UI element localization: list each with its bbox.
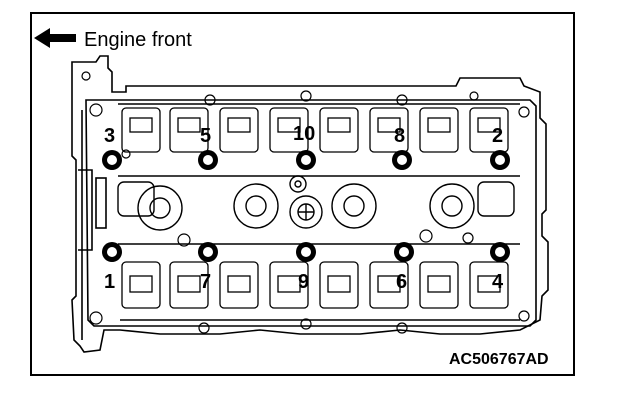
head-bolt-6 bbox=[394, 242, 414, 262]
head-bolts-lower-row bbox=[102, 242, 510, 262]
mounting-holes bbox=[81, 71, 530, 334]
bolt-label-7: 7 bbox=[200, 271, 211, 293]
cylinder-head-outline bbox=[71, 55, 549, 353]
exhaust-camshaft-caps bbox=[121, 261, 509, 309]
spark-plug-wells bbox=[117, 175, 520, 245]
bolt-label-4: 4 bbox=[492, 271, 504, 293]
figure-code: AC506767AD bbox=[449, 351, 549, 368]
head-bolt-7 bbox=[198, 242, 218, 262]
head-bolts-upper-row bbox=[102, 150, 510, 170]
engine-front-indicator: Engine front bbox=[34, 28, 192, 51]
bolt-label-10: 10 bbox=[293, 123, 315, 145]
head-bolt-8 bbox=[392, 150, 412, 170]
bolt-label-9: 9 bbox=[298, 271, 309, 293]
head-bolt-10 bbox=[296, 150, 316, 170]
head-bolt-3 bbox=[102, 150, 122, 170]
head-bolt-1 bbox=[102, 242, 122, 262]
head-bolt-4 bbox=[490, 242, 510, 262]
bolt-label-8: 8 bbox=[394, 125, 405, 147]
head-bolt-5 bbox=[198, 150, 218, 170]
bolt-label-6: 6 bbox=[396, 271, 407, 293]
intake-camshaft-caps bbox=[121, 107, 509, 153]
bolt-label-5: 5 bbox=[200, 125, 211, 147]
figure-frame bbox=[30, 12, 575, 376]
bolt-label-2: 2 bbox=[492, 125, 503, 147]
bolt-sequence-labels: 3 5 10 8 2 1 7 9 6 4 bbox=[104, 123, 504, 293]
head-bolt-9 bbox=[296, 242, 316, 262]
bolt-label-1: 1 bbox=[104, 271, 115, 293]
bolt-label-3: 3 bbox=[104, 125, 115, 147]
left-arrow-icon bbox=[34, 28, 76, 48]
head-bolt-2 bbox=[490, 150, 510, 170]
direction-label: Engine front bbox=[84, 29, 192, 51]
